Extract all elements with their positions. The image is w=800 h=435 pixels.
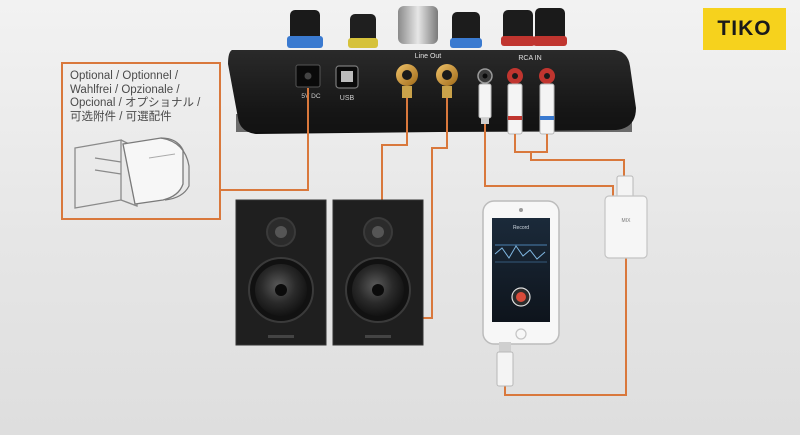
rca-in-jack-right <box>539 68 555 84</box>
speaker-left <box>235 199 327 346</box>
optional-adapter-callout: Optional / Optionnel / Wahlfrei / Opzion… <box>61 62 221 220</box>
rca-plugs <box>507 83 555 135</box>
usb-port <box>335 65 359 89</box>
dc-jack <box>295 64 321 88</box>
rca-in-jack-left <box>507 68 523 84</box>
dc-label: 5V DC <box>301 93 320 100</box>
smartphone <box>482 200 560 345</box>
speaker-wire-left <box>381 98 408 200</box>
phone-app-title: Record <box>513 225 529 231</box>
usb-label: USB <box>340 95 355 102</box>
line-out-jack-right <box>436 64 458 86</box>
rca-in-label: RCA IN <box>518 55 541 62</box>
aux-wire <box>484 124 614 196</box>
adapter-label-line: 可选附件 / 可選配件 <box>70 110 172 123</box>
aux-plug <box>478 83 492 124</box>
mixer-knobs <box>287 6 567 48</box>
line-out-plugs <box>402 86 452 98</box>
wires <box>221 88 627 396</box>
brand-logo-text: TIKO <box>717 17 772 40</box>
adapter-label-line: Wahlfrei / Opzionale / <box>70 83 180 96</box>
power-adapter-illustration <box>74 137 190 209</box>
speaker-right <box>332 199 424 346</box>
audio-interface-box <box>604 175 648 259</box>
brand-logo: TIKO <box>703 8 786 50</box>
rca-wire <box>514 134 548 153</box>
adapter-label-line: Opcional / オプショナル / <box>70 97 201 110</box>
adapter-label: Optional / Optionnel / Wahlfrei / Opzion… <box>70 70 200 124</box>
rca-wire-down <box>530 152 625 178</box>
mixer-body <box>228 50 636 134</box>
speaker-wire-right <box>410 98 448 319</box>
adapter-label-line: Optional / Optionnel / <box>70 70 179 82</box>
interface-label: MIX <box>622 218 632 224</box>
adapter-wire <box>221 88 309 191</box>
aux-jack <box>477 68 493 84</box>
line-out-label: Line Out <box>415 53 442 60</box>
phone-plug <box>496 342 514 387</box>
line-out-jack-left <box>396 64 418 86</box>
interface-to-phone-wire <box>504 258 627 396</box>
